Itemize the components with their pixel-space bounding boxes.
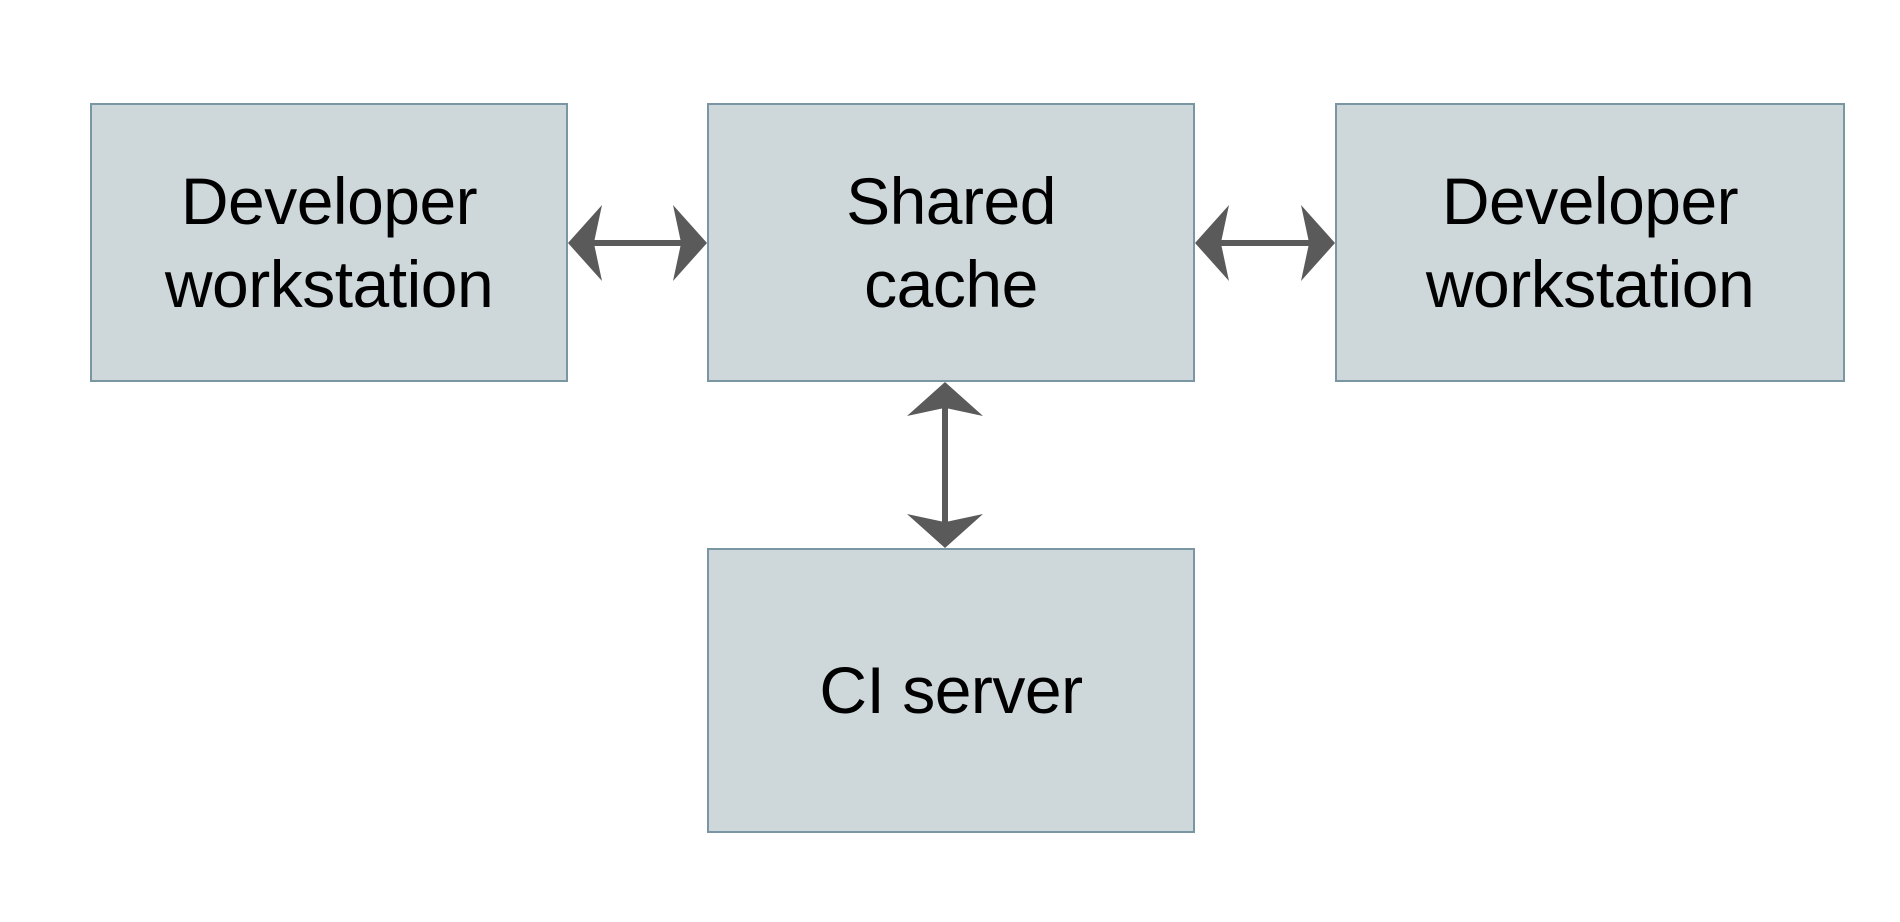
node-shared-cache[interactable]: Shared cache [707,103,1195,382]
node-developer-workstation-left[interactable]: Developer workstation [90,103,568,382]
node-ci-server[interactable]: CI server [707,548,1195,833]
node-label: Developer workstation [164,164,494,321]
node-label: CI server [819,653,1083,728]
connector-shared-cache-to-dev-right-double-arrow-icon [1195,205,1335,281]
node-developer-workstation-right[interactable]: Developer workstation [1335,103,1845,382]
node-label: Developer workstation [1425,164,1755,321]
connector-dev-left-to-shared-cache-double-arrow-icon [568,205,707,281]
connector-ci-server-to-shared-cache-double-arrow-icon [907,382,983,548]
node-label: Shared cache [846,164,1056,321]
